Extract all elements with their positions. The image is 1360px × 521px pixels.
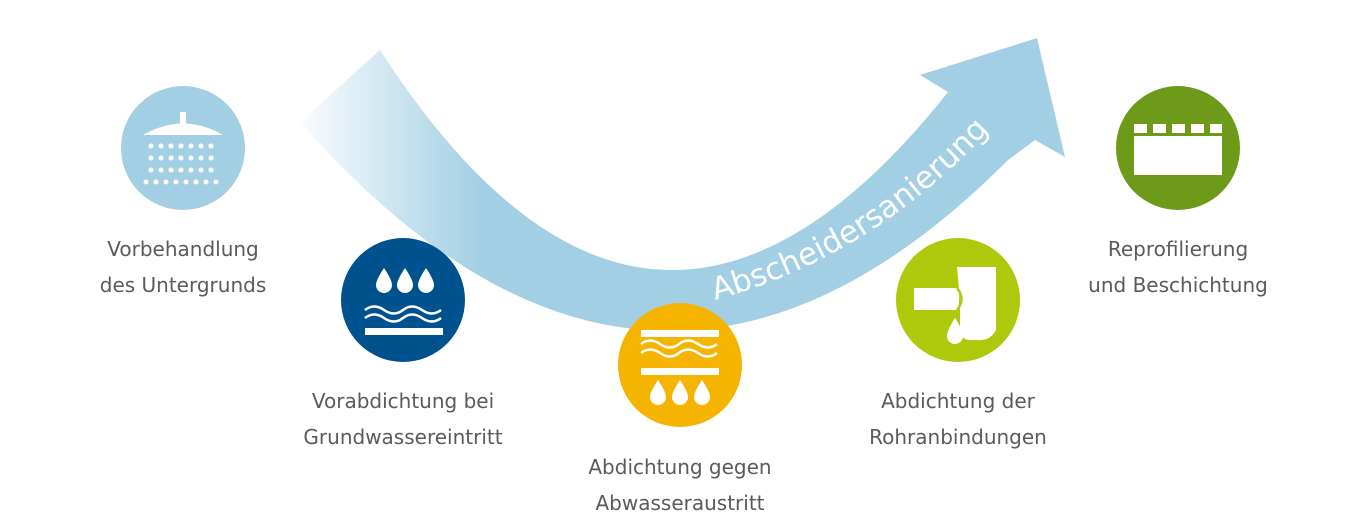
label-line: Reprofilierung <box>1107 237 1249 261</box>
label-line: Abwasseraustritt <box>595 491 765 515</box>
step-icon-groundwater <box>341 238 465 362</box>
pipe-connection-icon <box>914 267 996 344</box>
coating-icon <box>1134 124 1222 175</box>
seal-leak-icon <box>640 330 719 405</box>
step-icon-coating <box>1116 86 1240 210</box>
label-line: und Beschichtung <box>1088 273 1268 297</box>
shower-icon <box>143 112 223 185</box>
step-icon-wastewater <box>618 303 742 427</box>
label-line: Vorabdichtung bei <box>311 389 495 413</box>
label-line: Rohranbindungen <box>869 425 1047 449</box>
process-arrow <box>300 38 1065 331</box>
step-label-groundwater: Vorabdichtung bei Grundwassereintritt <box>273 383 533 455</box>
step-icon-pipe <box>896 238 1020 362</box>
step-label-pretreatment: Vorbehandlung des Untergrunds <box>53 231 313 303</box>
water-drops-waves-icon <box>364 268 443 335</box>
label-line: Abdichtung der <box>881 389 1035 413</box>
label-line: Abdichtung gegen <box>588 455 772 479</box>
label-line: Vorbehandlung <box>107 237 259 261</box>
step-label-coating: Reprofilierung und Beschichtung <box>1048 231 1308 303</box>
step-label-pipes: Abdichtung der Rohranbindungen <box>828 383 1088 455</box>
label-line: Grundwassereintritt <box>303 425 503 449</box>
step-label-wastewater: Abdichtung gegen Abwasseraustritt <box>550 449 810 521</box>
step-icon-shower <box>121 86 245 210</box>
label-line: des Untergrunds <box>99 273 267 297</box>
